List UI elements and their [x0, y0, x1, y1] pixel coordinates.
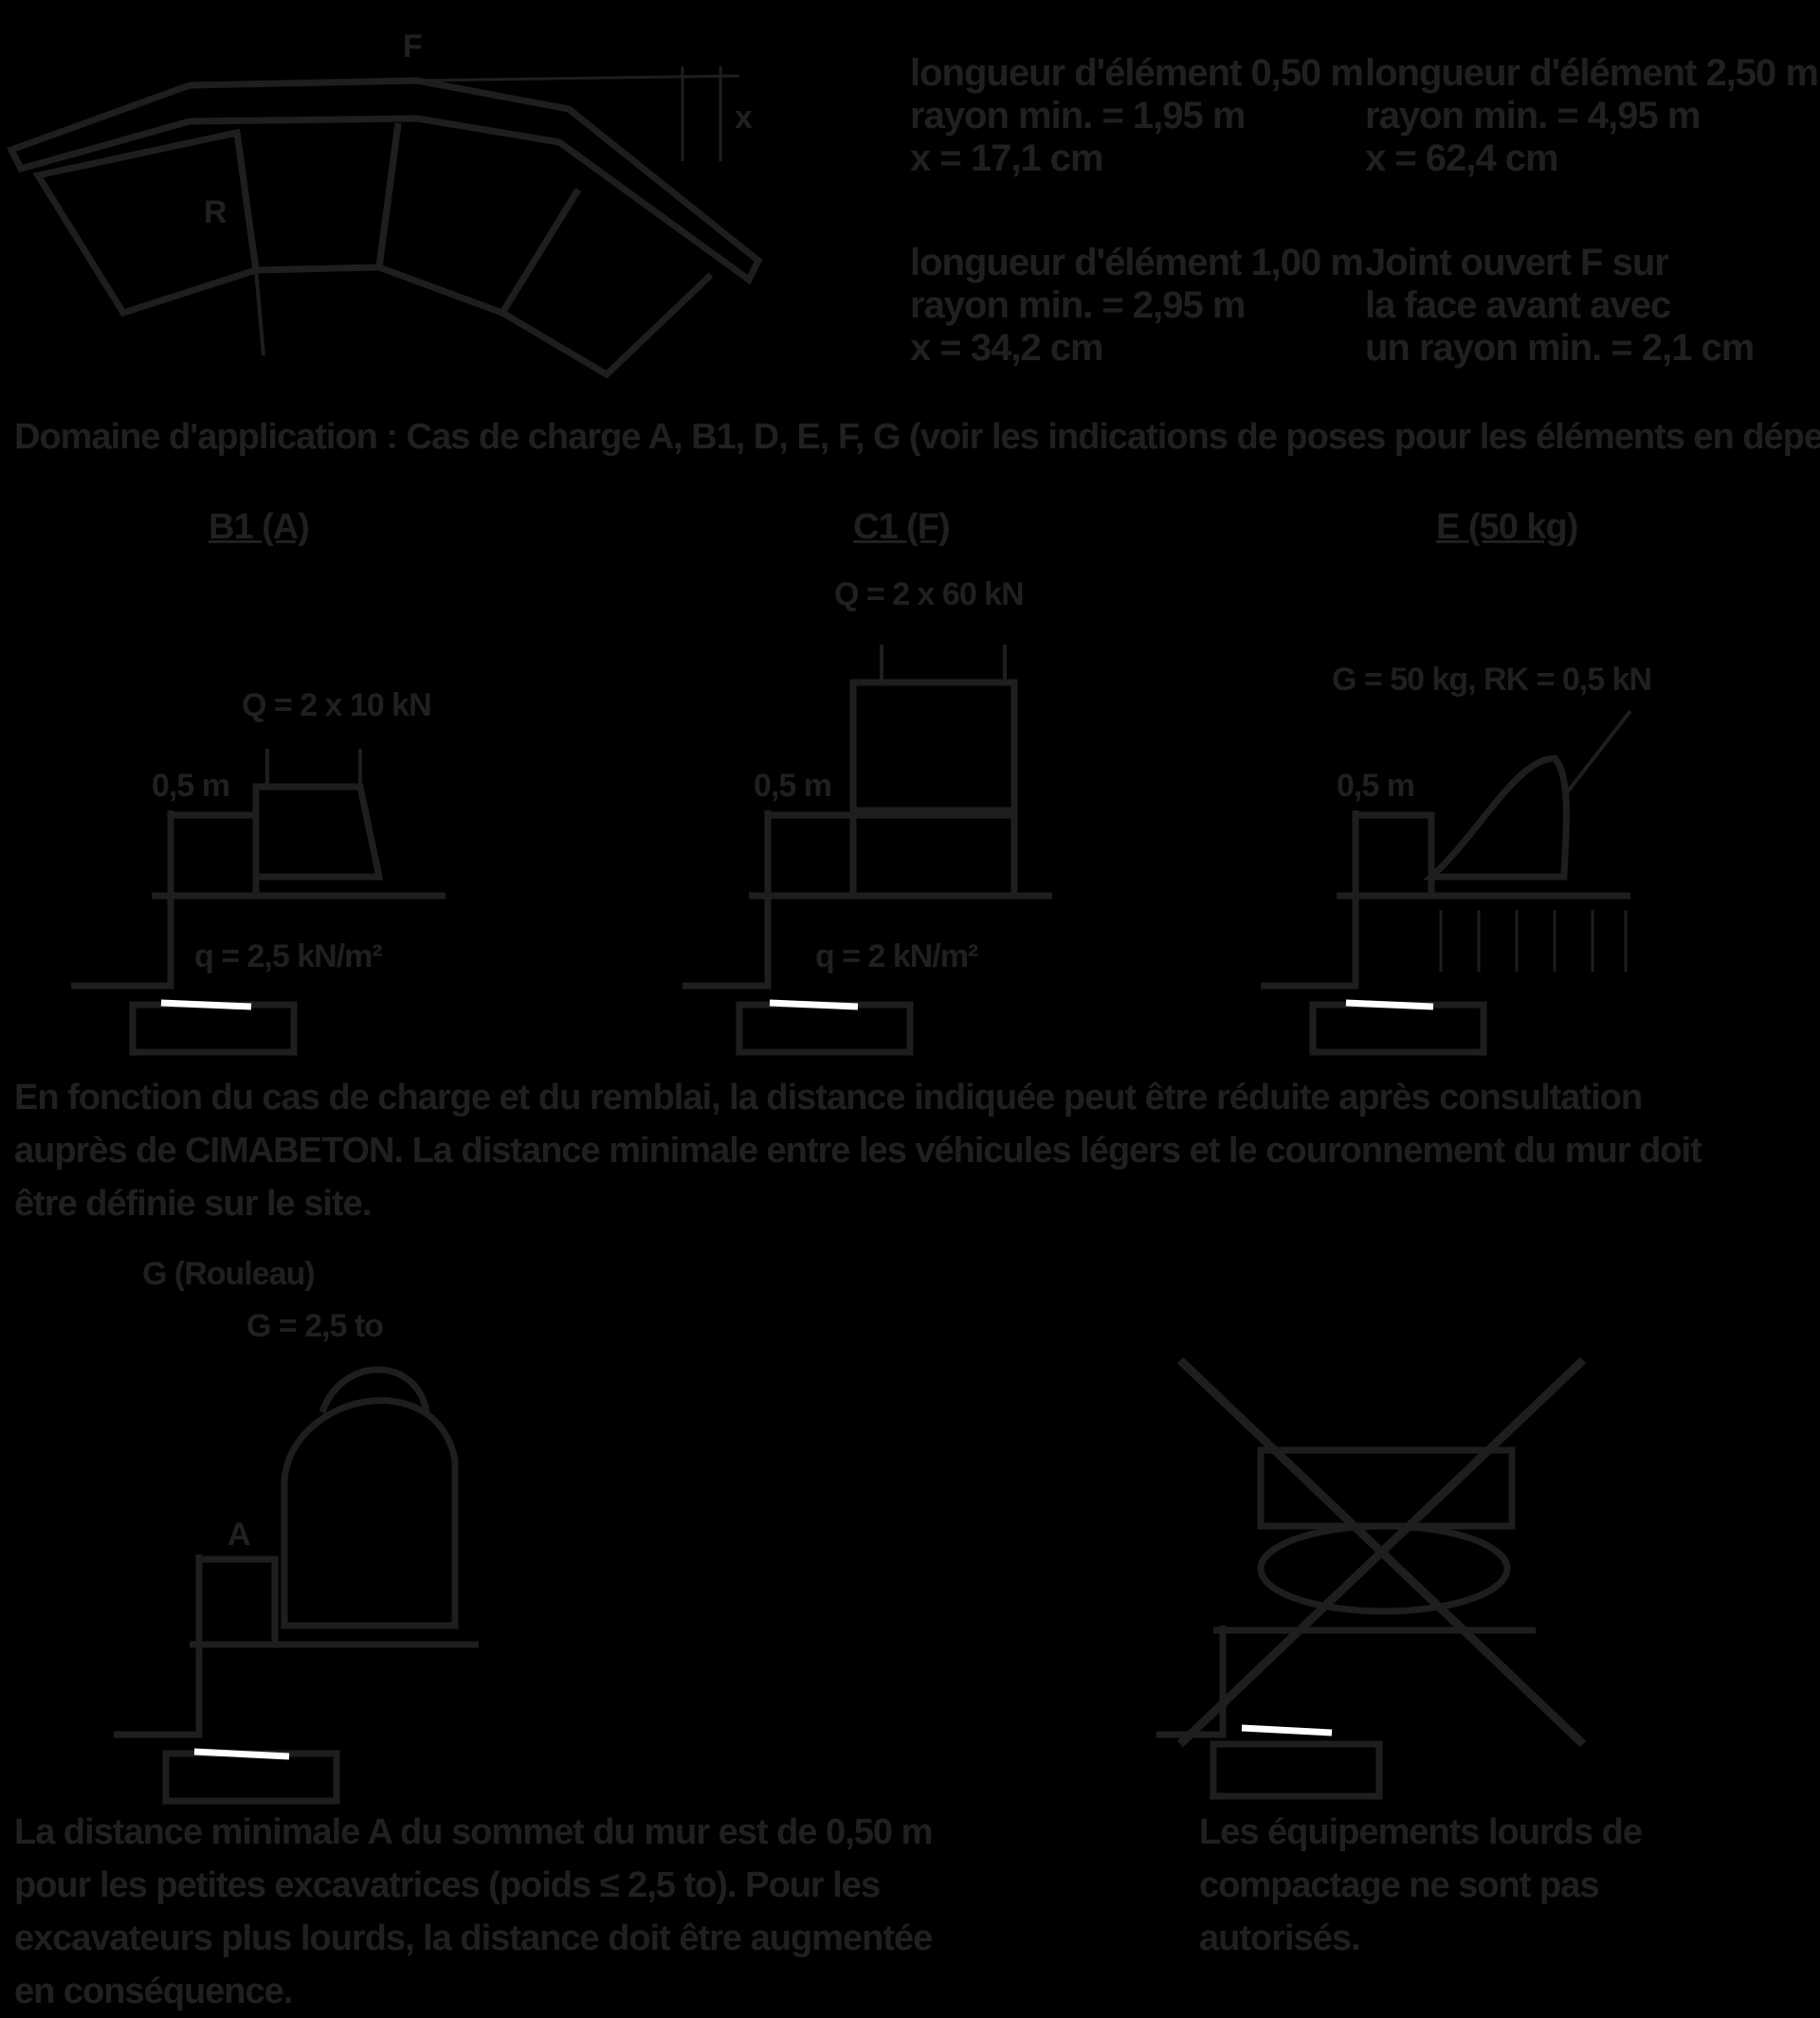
- spec-radius: rayon min. = 4,95 m: [1365, 94, 1701, 136]
- excavator-weight: G = 2,5 to: [246, 1308, 384, 1344]
- load-case-c1-surcharge: q = 2 kN/m²: [815, 938, 978, 974]
- scope-caption: Domaine d'application : Cas de charge A,…: [14, 417, 1820, 457]
- spec-x: x = 34,2 cm: [910, 326, 1104, 369]
- load-case-b1-title: B1 (A): [209, 507, 310, 547]
- load-case-b1-distance: 0,5 m: [152, 768, 230, 804]
- load-case-b1-surcharge: q = 2,5 kN/m²: [194, 938, 383, 974]
- spec-radius: rayon min. = 1,95 m: [910, 94, 1246, 136]
- load-case-e-title: E (50 kg): [1436, 507, 1578, 547]
- spec-block-250: longueur d'élément 2,50 m rayon min. = 4…: [1365, 52, 1819, 179]
- spec-block-open-joint: Joint ouvert F sur la face avant avec un…: [1365, 242, 1755, 369]
- drain-highlight-c1: [769, 999, 859, 1010]
- load-case-e-load: G = 50 kg, RK = 0,5 kN: [1332, 662, 1652, 698]
- compactor-prohibited-diagram: [1156, 1356, 1587, 1800]
- spec-x: x = 17,1 cm: [910, 136, 1104, 179]
- load-case-e-distance: 0,5 m: [1337, 768, 1415, 804]
- drain-highlight-e: [1345, 999, 1434, 1010]
- load-case-b1-load: Q = 2 x 10 kN: [242, 687, 432, 723]
- load-case-e-diagram: [1261, 709, 1632, 1056]
- label-radius-r: R: [204, 194, 228, 230]
- spec-line: un rayon min. = 2,1 cm: [1365, 326, 1755, 369]
- curved-wall-plan-diagram: [7, 66, 763, 379]
- load-case-b1-diagram: [71, 749, 446, 1056]
- excavator-diagram: [114, 1366, 479, 1805]
- label-offset-x: x: [735, 100, 753, 136]
- drain-highlight-excavator: [193, 1748, 290, 1760]
- spec-length: longueur d'élément 0,50 m: [910, 52, 1364, 94]
- cross-line-2: [1176, 1356, 1587, 1748]
- distance-note: En fonction du cas de charge et du rembl…: [14, 1078, 1702, 1224]
- spec-x: x = 62,4 cm: [1365, 136, 1559, 179]
- spec-length: longueur d'élément 1,00 m: [910, 242, 1364, 283]
- drain-highlight-compactor: [1241, 1724, 1333, 1736]
- spec-block-050: longueur d'élément 0,50 m rayon min. = 1…: [910, 52, 1364, 179]
- load-case-c1-diagram: [682, 645, 1052, 1056]
- load-case-c1-load: Q = 2 x 60 kN: [834, 576, 1025, 612]
- label-joint-f: F: [403, 28, 423, 64]
- excavator-title: G (Rouleau): [142, 1256, 316, 1292]
- spec-radius: rayon min. = 2,95 m: [910, 283, 1246, 326]
- drawings: [7, 66, 1632, 1805]
- load-case-c1-title: C1 (F): [853, 507, 951, 547]
- spec-line: la face avant avec: [1365, 283, 1671, 326]
- spec-line: Joint ouvert F sur: [1365, 242, 1669, 283]
- spec-length: longueur d'élément 2,50 m: [1365, 52, 1819, 94]
- drain-highlight-b1: [160, 999, 252, 1010]
- spec-block-100: longueur d'élément 1,00 m rayon min. = 2…: [910, 242, 1364, 369]
- excavator-note: La distance minimale A du sommet du mur …: [14, 1812, 933, 2011]
- load-case-c1-distance: 0,5 m: [754, 768, 832, 804]
- excavator-distance-a: A: [228, 1517, 251, 1553]
- compactor-note: Les équipements lourds de compactage ne …: [1199, 1812, 1643, 1958]
